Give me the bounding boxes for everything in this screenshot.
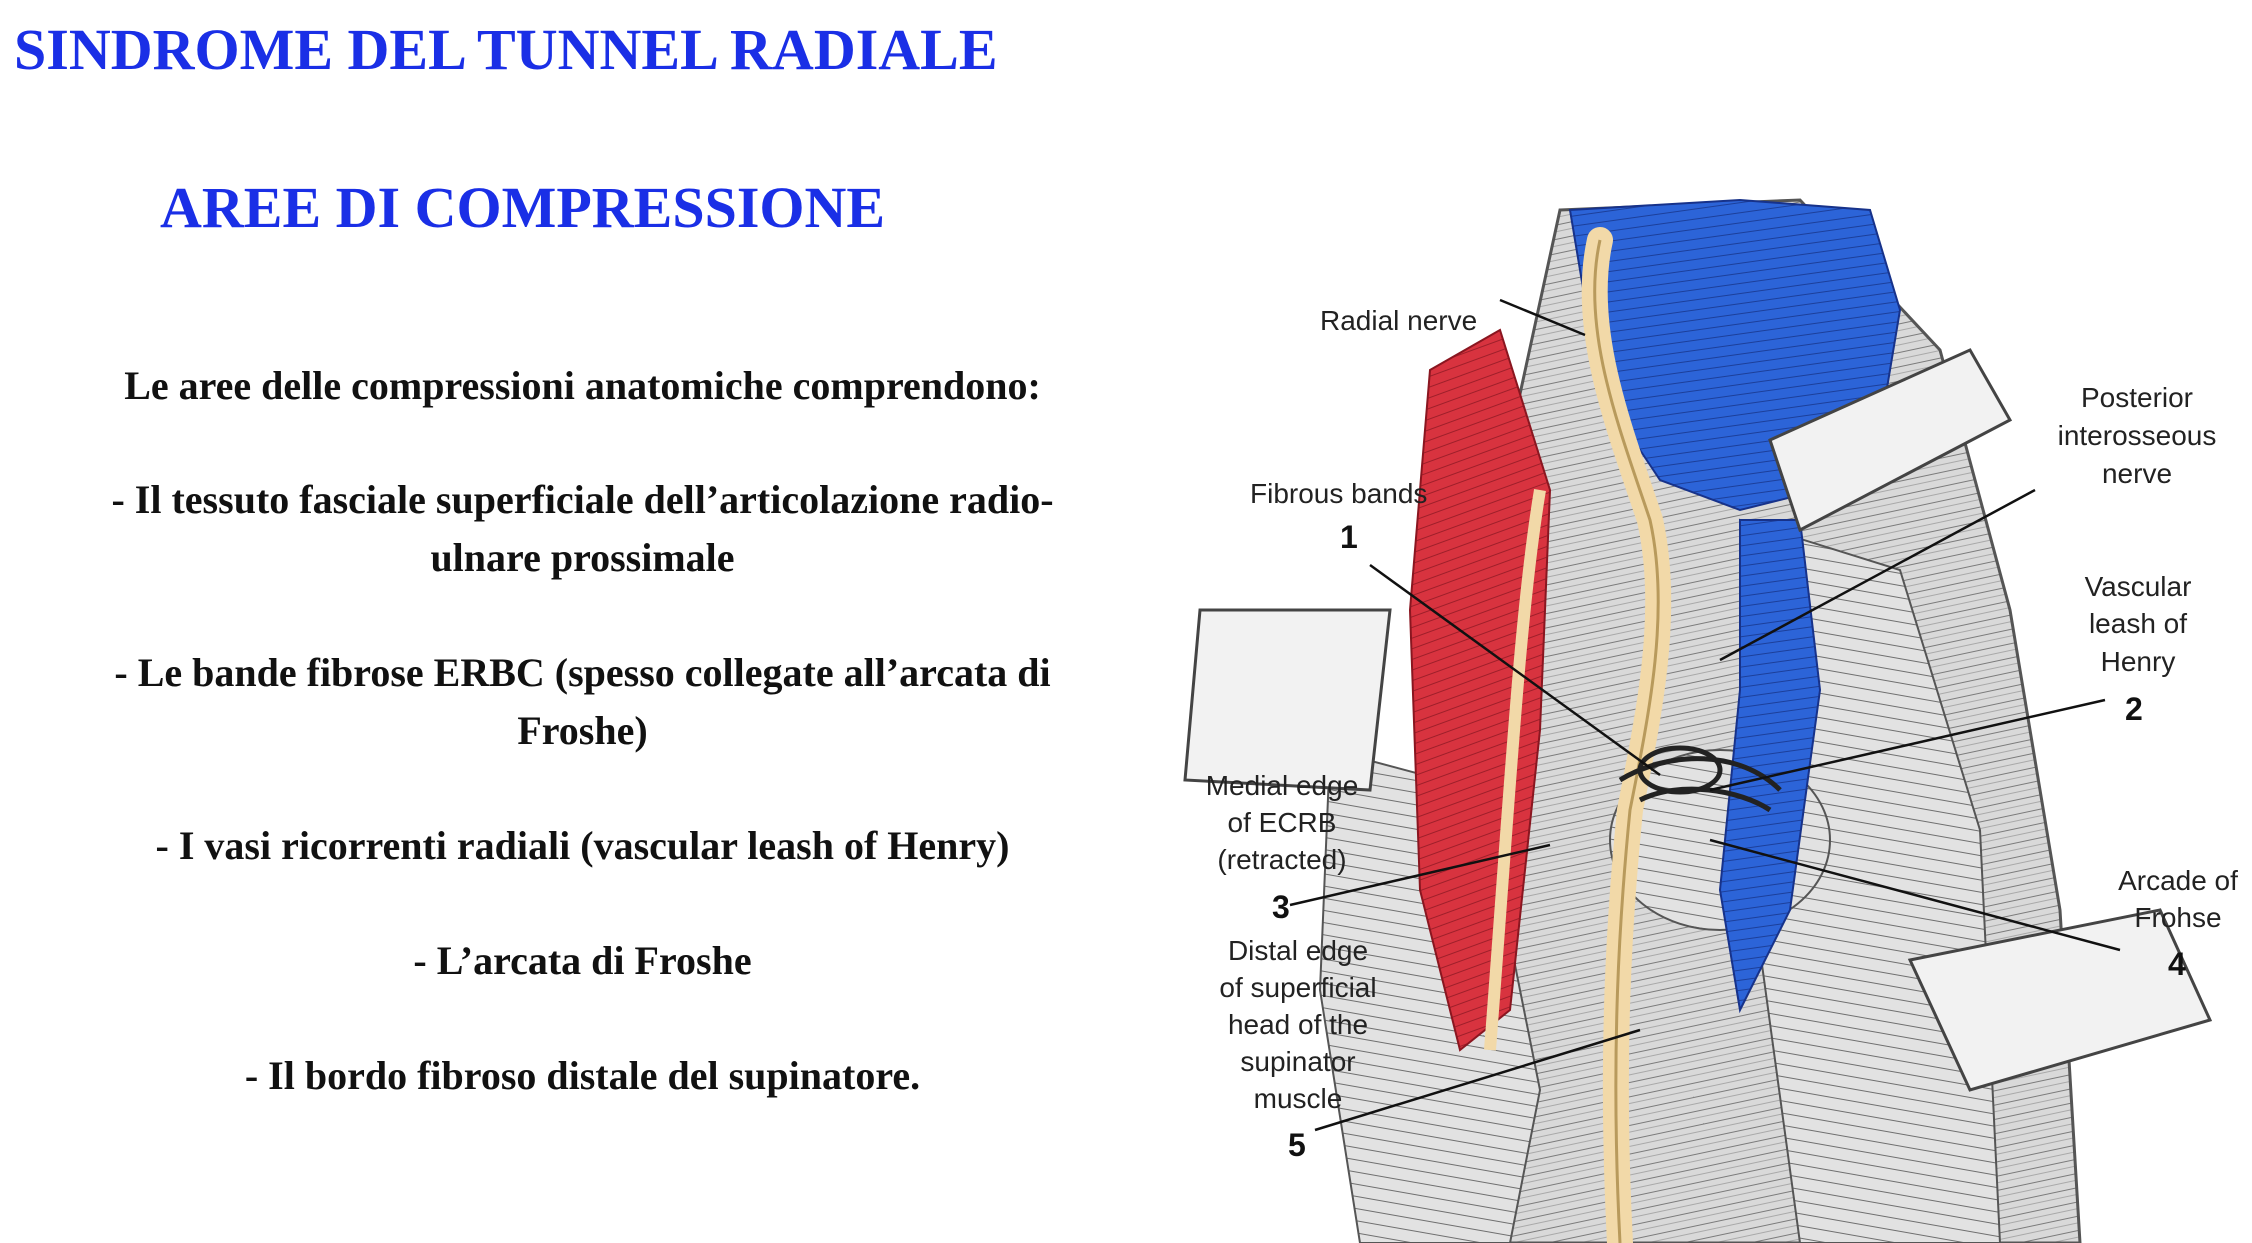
label-number-1: 1 — [1340, 519, 1358, 555]
list-item-line: - Il tessuto fasciale superficiale dell’… — [111, 477, 1054, 522]
label-number-2: 2 — [2125, 691, 2143, 727]
label-distal-edge-supinator: Distal edge of superficial head of the s… — [1219, 935, 1376, 1114]
svg-text:Distal edge: Distal edge — [1228, 935, 1368, 966]
svg-text:(retracted): (retracted) — [1217, 844, 1346, 875]
svg-text:of ECRB: of ECRB — [1228, 807, 1337, 838]
label-vascular-leash-of-henry: Vascular leash of Henry — [2085, 571, 2192, 677]
svg-text:nerve: nerve — [2102, 458, 2172, 489]
list-item-line: ulnare prossimale — [430, 535, 735, 580]
svg-text:Henry: Henry — [2101, 646, 2176, 677]
list-item: - I vasi ricorrenti radiali (vascular le… — [20, 817, 1145, 875]
label-fibrous-bands: Fibrous bands — [1250, 478, 1427, 509]
label-arcade-of-frohse: Arcade of Frohse — [2118, 865, 2238, 933]
list-item: - Il tessuto fasciale superficiale dell’… — [20, 471, 1145, 587]
list-item: - Le bande fibrose ERBC (spesso collegat… — [20, 644, 1145, 760]
page-subtitle: AREE DI COMPRESSIONE — [160, 175, 886, 240]
blue-muscle-strip — [1718, 519, 1822, 1014]
list-item-line: Froshe) — [517, 708, 648, 753]
page-title: SINDROME DEL TUNNEL RADIALE — [14, 17, 998, 82]
forearm-anatomy-illustration: Radial nerve Posterior interosseous nerv… — [1183, 198, 2238, 1243]
svg-text:leash of: leash of — [2089, 608, 2187, 639]
svg-text:Vascular: Vascular — [2085, 571, 2192, 602]
retractor-bands — [1183, 348, 2213, 1092]
list-item: - Il bordo fibroso distale del supinator… — [20, 1047, 1145, 1105]
list-item-line: - L’arcata di Froshe — [413, 938, 752, 983]
label-number-5: 5 — [1288, 1127, 1306, 1163]
svg-text:of superficial: of superficial — [1219, 972, 1376, 1003]
svg-text:muscle: muscle — [1254, 1083, 1343, 1114]
intro-text: Le aree delle compressioni anatomiche co… — [124, 363, 1041, 408]
svg-text:Medial edge: Medial edge — [1206, 770, 1359, 801]
list-item: - L’arcata di Froshe — [20, 932, 1145, 990]
svg-text:Frohse: Frohse — [2134, 902, 2221, 933]
svg-text:interosseous: interosseous — [2058, 420, 2217, 451]
list-item-line: - Le bande fibrose ERBC (spesso collegat… — [114, 650, 1051, 695]
list-item-line: - I vasi ricorrenti radiali (vascular le… — [155, 823, 1010, 868]
compression-areas-text: Le aree delle compressioni anatomiche co… — [20, 0, 1145, 1243]
svg-text:Arcade of: Arcade of — [2118, 865, 2238, 896]
svg-text:head of the: head of the — [1228, 1009, 1368, 1040]
leader-lines — [1289, 298, 2121, 1132]
list-item-line: - Il bordo fibroso distale del supinator… — [244, 1053, 921, 1098]
label-number-3: 3 — [1272, 889, 1290, 925]
nerve-branch — [1484, 489, 1546, 1051]
svg-text:supinator: supinator — [1240, 1046, 1355, 1077]
svg-text:Posterior: Posterior — [2081, 382, 2193, 413]
label-number-4: 4 — [2168, 946, 2186, 982]
label-medial-edge-ecrb: Medial edge of ECRB (retracted) — [1206, 770, 1359, 875]
label-radial-nerve: Radial nerve — [1320, 305, 1477, 336]
label-posterior-interosseous-nerve: Posterior interosseous nerve — [2058, 382, 2217, 489]
